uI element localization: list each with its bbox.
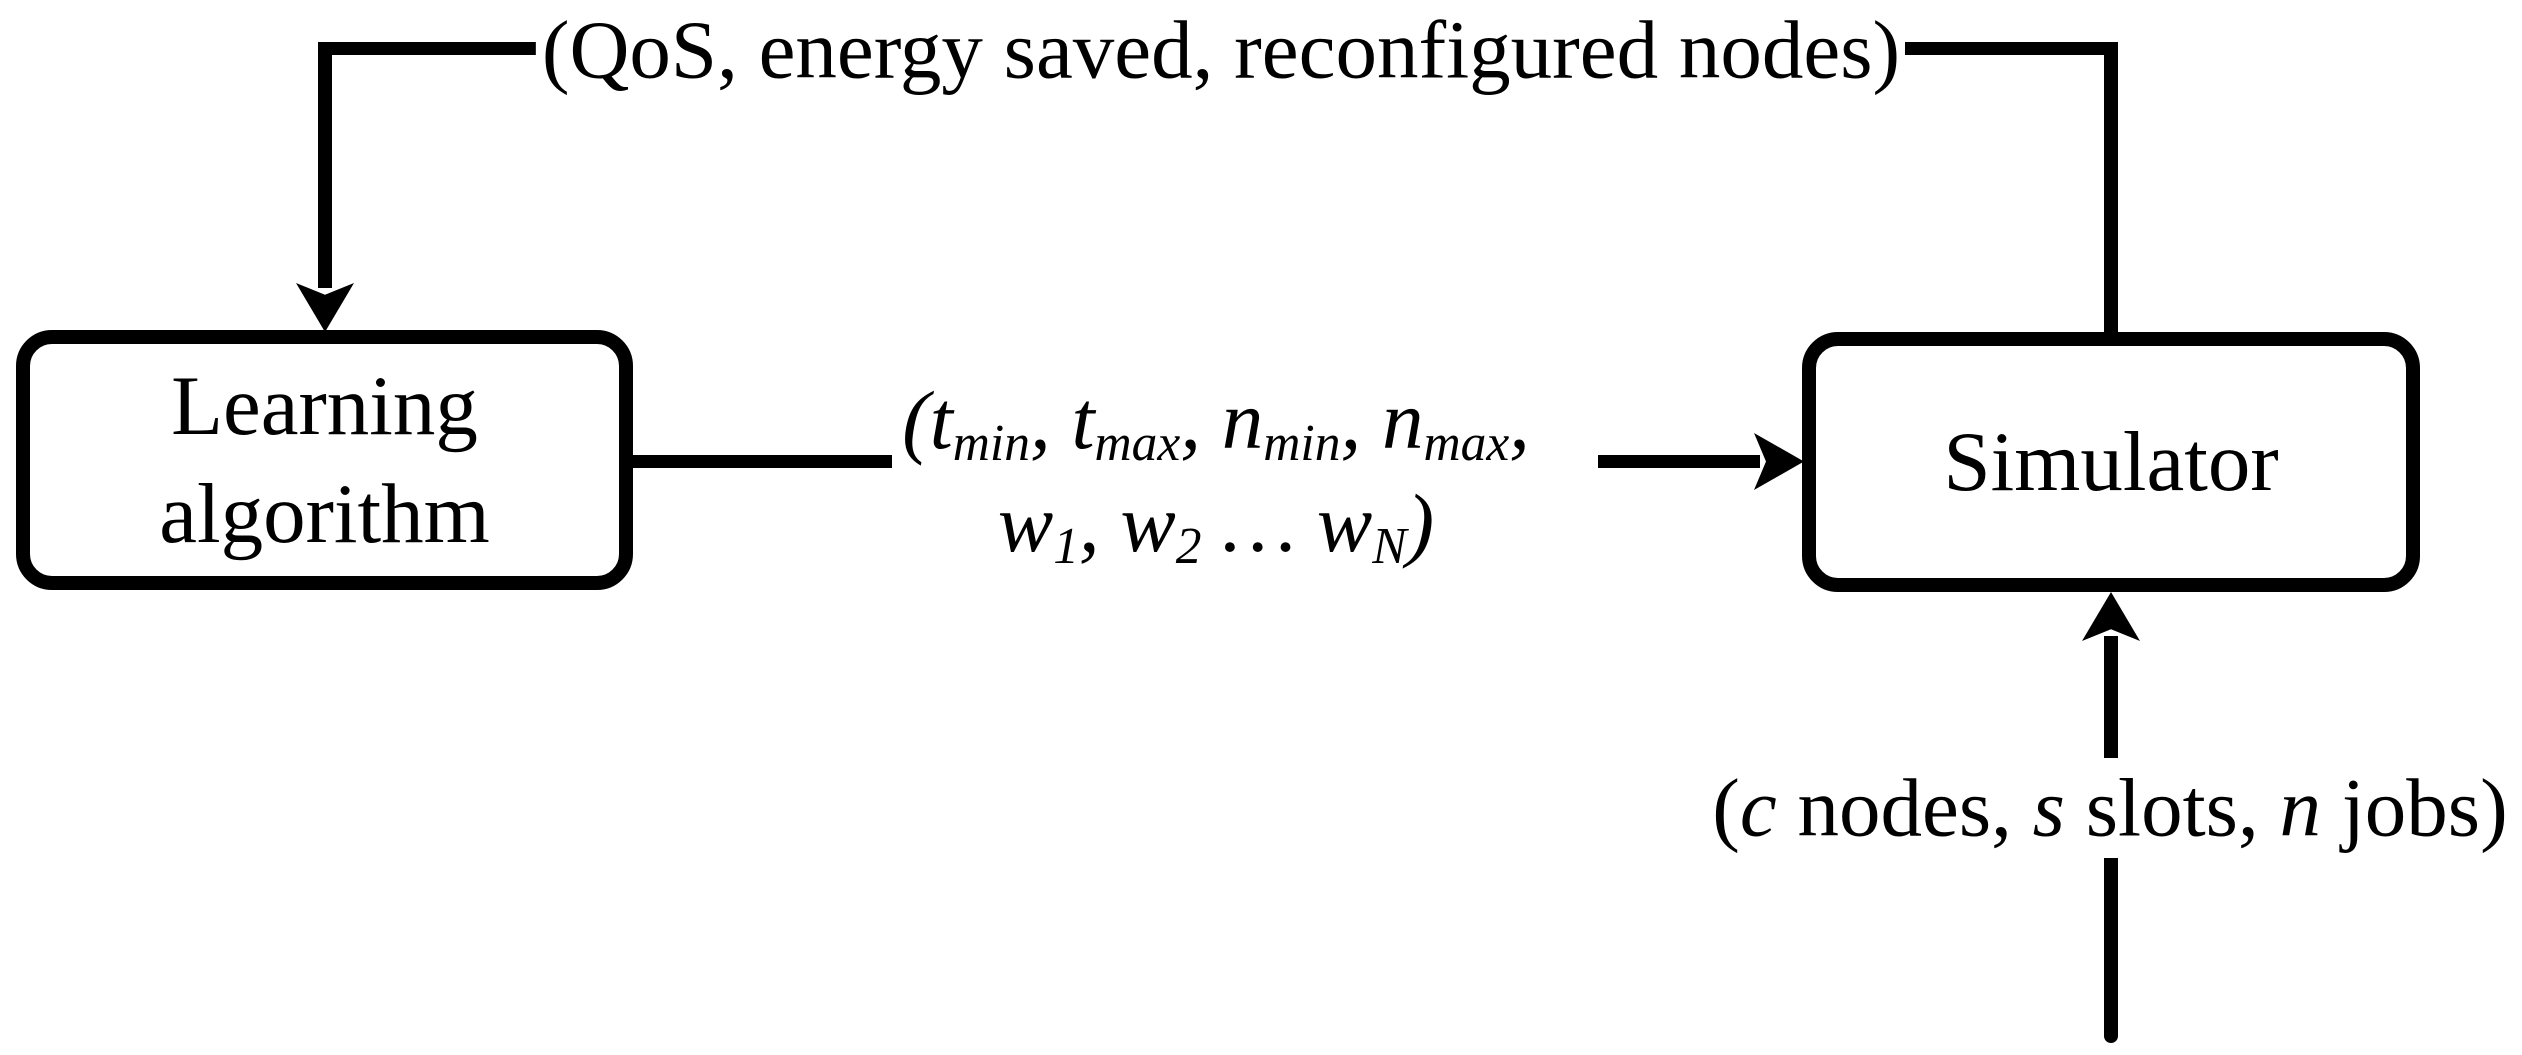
feedback-line-horizontal-left (318, 42, 540, 55)
params-line-right (1598, 455, 1760, 468)
inputs-label: (c nodes, s slots, n jobs) (1706, 760, 2514, 856)
inputs-line-lower (2104, 858, 2118, 1043)
learning-algorithm-label-line1: Learning (171, 359, 478, 453)
params-label: (tmin, tmax, nmin, nmax, w1, w2 … wN) (896, 369, 1536, 575)
feedback-line-vertical-right (2104, 42, 2118, 334)
simulator-label: Simulator (1943, 415, 2279, 509)
learning-algorithm-label-line2: algorithm (159, 467, 490, 561)
params-arrowhead-right-icon (1754, 433, 1804, 490)
simulator-box: Simulator (1802, 332, 2420, 592)
feedback-line-vertical-left (318, 42, 332, 288)
learning-algorithm-box: Learning algorithm (16, 330, 633, 590)
inputs-line-upper (2104, 636, 2118, 758)
params-line-left (630, 455, 892, 468)
feedback-arrowhead-down-icon (296, 283, 354, 332)
feedback-line-horizontal-right (1905, 42, 2118, 55)
inputs-arrowhead-up-icon (2082, 592, 2140, 641)
feedback-label: (QoS, energy saved, reconfigured nodes) (535, 2, 1907, 98)
params-label-line2: w1, w2 … wN) (997, 477, 1435, 576)
params-label-line1: (tmin, tmax, nmin, nmax, (902, 374, 1530, 473)
